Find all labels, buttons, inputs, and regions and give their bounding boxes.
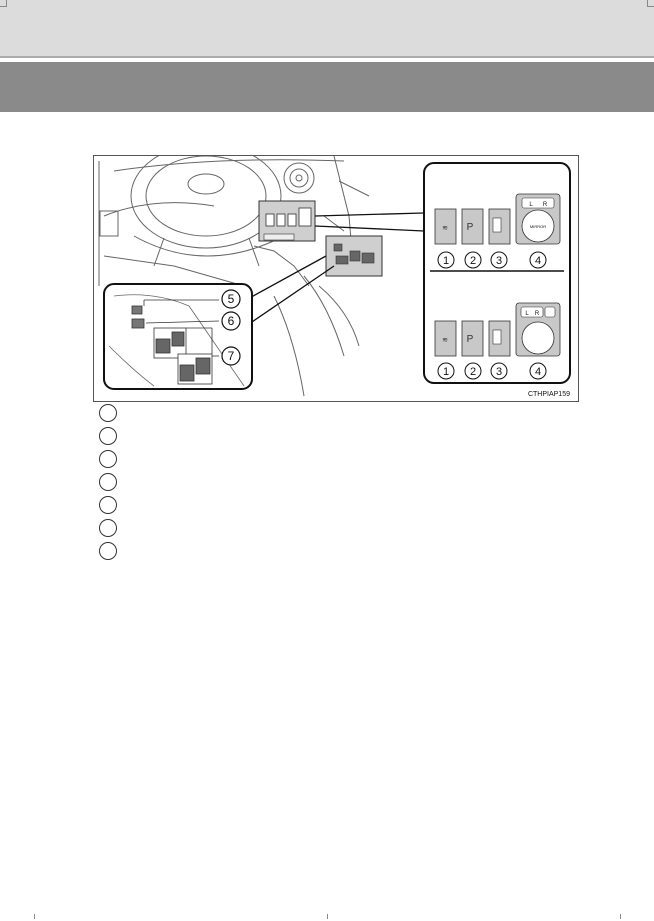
switch-2 [461, 208, 484, 245]
lower-switch-row: ≋ P L R [434, 302, 561, 357]
callout-6: 6 [228, 314, 235, 328]
svg-text:P: P [467, 334, 474, 345]
svg-text:R: R [535, 311, 540, 317]
callout-5: 5 [228, 292, 235, 306]
callout-circle [99, 519, 117, 537]
dashboard-lineart [98, 143, 370, 397]
svg-text:4: 4 [535, 366, 541, 378]
svg-text:4: 4 [535, 255, 541, 267]
callout-circle [99, 496, 117, 514]
svg-text:1: 1 [443, 255, 449, 267]
svg-text:2: 2 [470, 366, 476, 378]
svg-text:R: R [543, 202, 548, 208]
window-callouts: 5 6 7 [221, 289, 241, 366]
dashboard-illustration: 5 6 7 ≋ P L R MIRROR 1 2 3 4 [98, 143, 571, 398]
section-title-bar [0, 62, 654, 112]
svg-text:3: 3 [496, 366, 502, 378]
leader-lines [243, 212, 425, 325]
callout-circle [99, 427, 117, 445]
upper-badges: 1 2 3 4 [437, 251, 547, 269]
lower-badges: 1 2 3 4 [437, 362, 547, 380]
svg-text:≋: ≋ [442, 225, 448, 232]
callout-circle [99, 450, 117, 468]
switch-location-figure: 5 6 7 ≋ P L R MIRROR 1 2 3 4 [93, 143, 579, 402]
header-divider [0, 56, 654, 58]
switch-1 [434, 208, 457, 245]
crop-mark [0, 0, 7, 7]
svg-text:MIRROR: MIRROR [530, 224, 546, 229]
svg-text:P: P [467, 222, 474, 233]
callout-circle [99, 404, 117, 422]
figure-code: CTHPIAP159 [528, 391, 570, 398]
callout-circle [99, 473, 117, 491]
crop-mark [620, 914, 621, 919]
svg-text:1: 1 [443, 366, 449, 378]
header-band [0, 0, 654, 56]
crop-mark [647, 0, 654, 7]
svg-text:3: 3 [496, 255, 502, 267]
svg-text:L: L [529, 202, 533, 208]
upper-switch-row: ≋ P L R MIRROR [434, 193, 561, 245]
svg-text:≋: ≋ [442, 337, 448, 344]
crop-mark [327, 914, 328, 919]
crop-mark [34, 914, 35, 919]
svg-text:L: L [525, 311, 529, 317]
callout-7: 7 [228, 349, 235, 363]
svg-text:2: 2 [470, 255, 476, 267]
callout-circle [99, 542, 117, 560]
